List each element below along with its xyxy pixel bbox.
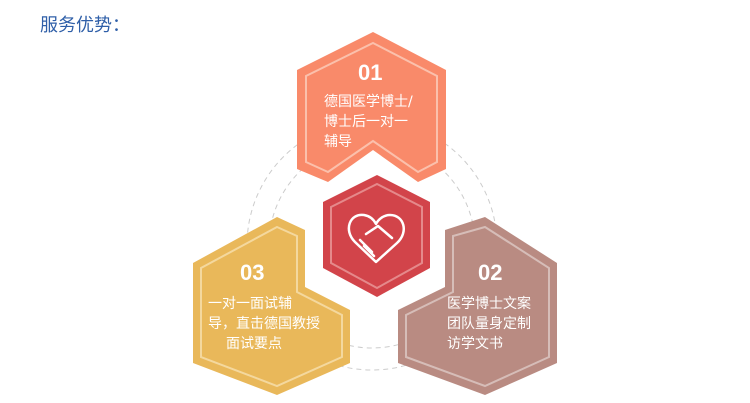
item-03-line: 面试要点 [226,336,282,352]
hexagon-02 [398,217,557,395]
heart-handshake-icon [347,213,405,264]
item-01-text: 德国医学博士/ 博士后一对一 辅导 [324,92,434,152]
hexagon-01 [297,32,446,182]
item-01-line: 博士后一对一 [324,114,408,130]
hexagon-03 [193,217,350,395]
hexagon-center [323,175,430,297]
item-03-number: 03 [240,260,265,285]
item-03-line: 一对一面试辅 [208,296,292,312]
item-02-line: 团队量身定制 [447,316,531,332]
item-03-text: 一对一面试辅 导，直击德国教授 面试要点 [208,294,348,354]
item-02-number: 02 [478,260,503,285]
page-title: 服务优势： [40,15,130,36]
item-01-line: 辅导 [324,134,352,150]
item-03-line: 导，直击德国教授 [208,316,320,332]
item-02-line: 访学文书 [447,336,503,352]
item-01-line: 德国医学博士/ [324,94,413,110]
item-02-text: 医学博士文案 团队量身定制 访学文书 [447,294,547,354]
item-01-number: 01 [358,60,383,85]
item-02-line: 医学博士文案 [447,296,531,312]
